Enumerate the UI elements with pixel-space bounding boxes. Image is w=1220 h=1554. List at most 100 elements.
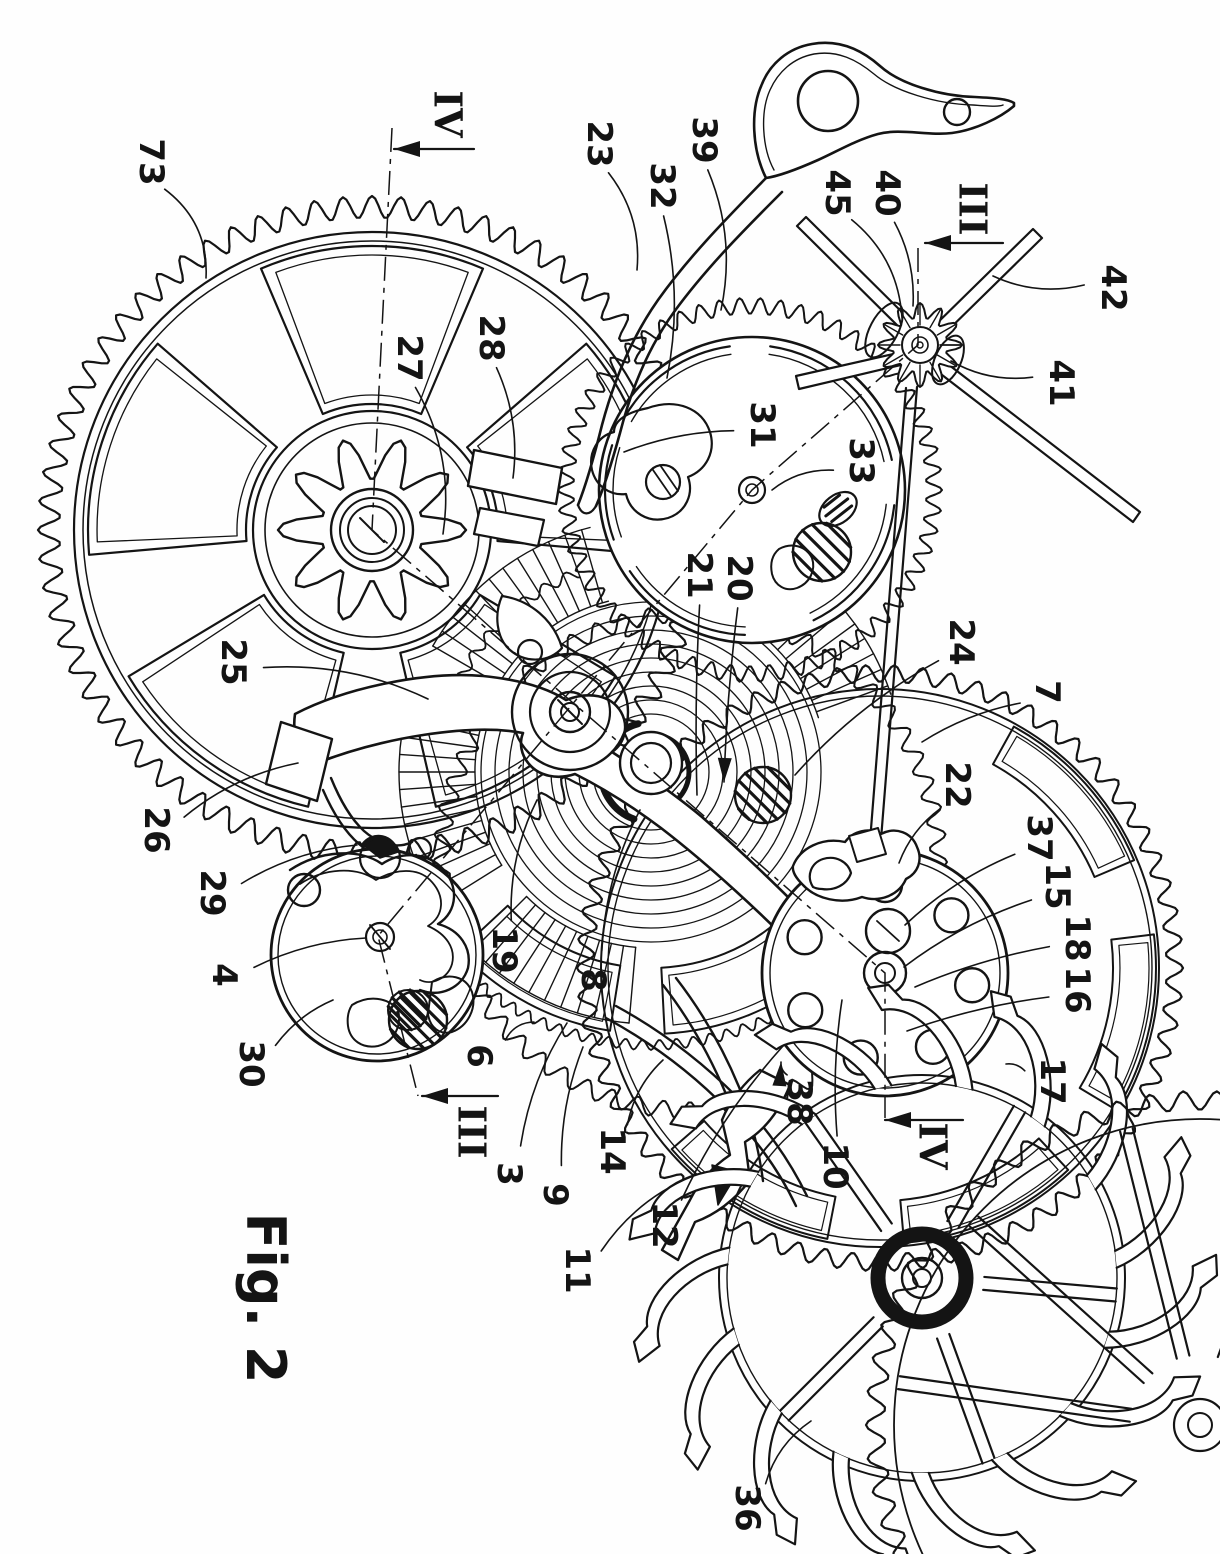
lever-25-pivot-slot xyxy=(557,699,583,725)
ref-label-15: 15 xyxy=(1037,862,1077,909)
leader-9 xyxy=(560,1046,584,1167)
wheel-22-hole xyxy=(786,919,823,956)
screw-click-hatched xyxy=(386,988,430,1032)
lever-23-edge-b xyxy=(594,190,784,508)
wheel-22-hole xyxy=(933,897,970,934)
ref-3: 3 xyxy=(489,1022,568,1186)
ref-9: 9 xyxy=(535,1046,584,1207)
ref-20: 20 xyxy=(717,554,759,783)
ref-label-38: 38 xyxy=(779,1078,819,1125)
ref-45: 45 xyxy=(817,169,903,319)
section-label-III: III xyxy=(951,182,996,235)
ref-label-31: 31 xyxy=(742,401,782,448)
screw-31-slot-b xyxy=(659,464,679,492)
ref-label-7: 7 xyxy=(1027,680,1067,704)
arrowhead xyxy=(394,141,420,157)
ref-15: 15 xyxy=(903,862,1077,968)
ref-23: 23 xyxy=(579,120,639,271)
ref-label-26: 26 xyxy=(136,806,176,853)
ref-label-22: 22 xyxy=(937,761,977,808)
gear-7-rim-inner xyxy=(607,695,1153,1241)
ref-label-25: 25 xyxy=(213,638,253,685)
ref-label-20: 20 xyxy=(719,554,759,601)
gear-bottom-right-teeth xyxy=(864,1090,1220,1554)
leader-32 xyxy=(662,215,676,379)
ref-19: 19 xyxy=(484,799,538,974)
ref-6: 6 xyxy=(459,1021,535,1068)
section-marker-IV-3: IV xyxy=(883,1112,965,1171)
pinion-27-collar-2 xyxy=(339,497,405,563)
ref-11: 11 xyxy=(557,1175,694,1294)
escape-spokes xyxy=(778,1104,1118,1465)
leader-4 xyxy=(253,937,367,969)
arrowhead xyxy=(772,1062,787,1087)
yoke-38-bean-slot xyxy=(808,856,853,891)
pinion-27-collar-3 xyxy=(347,505,397,555)
leader-11 xyxy=(600,1175,694,1252)
leader-10 xyxy=(834,999,843,1137)
ref-18: 18 xyxy=(914,914,1097,988)
ref-label-28: 28 xyxy=(471,314,511,361)
ref-41: 41 xyxy=(950,359,1081,407)
section-label-IV: IV xyxy=(911,1122,956,1171)
seg-ring-outer-e xyxy=(603,444,615,541)
leader-7 xyxy=(921,702,1021,743)
ref-30: 30 xyxy=(231,999,334,1088)
leader-29 xyxy=(240,844,358,885)
leader-42 xyxy=(992,275,1085,290)
arrowhead xyxy=(885,1112,911,1128)
pinion-27-star xyxy=(276,439,468,621)
leader-23 xyxy=(607,172,639,271)
leader-18 xyxy=(914,945,1051,988)
ref-4: 4 xyxy=(204,937,367,987)
ref-label-17: 17 xyxy=(1032,1057,1072,1104)
wheel-30-s-channel-b xyxy=(299,869,454,983)
leader-3 xyxy=(519,1022,568,1147)
ref-label-8: 8 xyxy=(573,968,613,992)
ref-label-30: 30 xyxy=(231,1040,271,1087)
section-marker-IV-0: IV xyxy=(392,90,476,157)
wheel-30-hole xyxy=(286,872,322,908)
ref-label-27: 27 xyxy=(389,334,429,381)
pad-26 xyxy=(264,720,334,803)
br-gear-hub-a xyxy=(1172,1397,1220,1453)
ref-label-11: 11 xyxy=(557,1246,597,1293)
ref-label-36: 36 xyxy=(727,1484,767,1531)
leader-27 xyxy=(414,386,447,535)
leader-36 xyxy=(764,1420,812,1485)
ref-label-9: 9 xyxy=(535,1183,575,1207)
leader-8 xyxy=(601,809,641,952)
section-line-IV xyxy=(371,127,886,1118)
mainspring-coils xyxy=(494,615,808,929)
seg-ring-inner-c xyxy=(809,503,887,614)
star-40-collar-1 xyxy=(901,326,939,364)
lever-25-pivot-3 xyxy=(548,690,592,734)
plate-31-center-b xyxy=(745,483,759,497)
star-40-collar-2 xyxy=(911,336,929,354)
ref-label-29: 29 xyxy=(192,869,232,916)
leader-45 xyxy=(850,218,903,319)
cock-39-inner-line xyxy=(762,52,1004,171)
ref-40: 40 xyxy=(867,169,915,307)
gear-7-teeth xyxy=(575,664,1185,1272)
ref-label-6: 6 xyxy=(459,1044,499,1068)
leader-41 xyxy=(950,360,1034,380)
screw-lever25-hatched xyxy=(733,765,793,825)
plate-31-center-a xyxy=(737,475,767,505)
ref-12: 12 xyxy=(644,1045,784,1249)
section-label-IV: IV xyxy=(426,90,471,139)
stem-rod-b xyxy=(878,385,919,854)
wheel-30-s-channel-a xyxy=(288,852,470,994)
ref-26: 26 xyxy=(136,762,299,854)
ref-label-37: 37 xyxy=(1019,814,1059,861)
ref-16: 16 xyxy=(906,966,1097,1032)
leader-17 xyxy=(1005,1063,1026,1072)
ref-42: 42 xyxy=(992,264,1133,312)
ref-25: 25 xyxy=(213,638,429,700)
ref-27: 27 xyxy=(389,334,447,535)
leader-24 xyxy=(794,659,940,776)
cock-39-hole-big xyxy=(796,69,860,133)
ref-22: 22 xyxy=(898,761,977,864)
leader-40 xyxy=(893,221,915,307)
